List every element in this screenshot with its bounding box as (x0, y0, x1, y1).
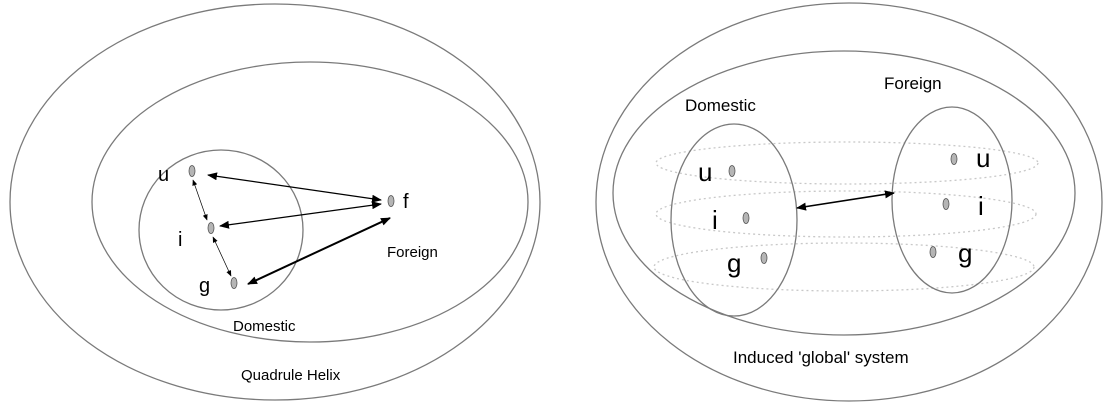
left-outer-ellipse (9, 3, 541, 401)
arrow-u-i (192, 179, 208, 221)
node-i-label-domestic: i (712, 205, 718, 235)
node-g-left (230, 277, 238, 289)
arrow-g-f (247, 217, 391, 285)
node-i-foreign (942, 198, 950, 210)
quadrule-helix-label: Quadrule Helix (241, 367, 341, 384)
foreign-label-right: Foreign (884, 74, 942, 93)
node-g-foreign (929, 246, 937, 258)
node-f (387, 195, 395, 207)
node-g-label-left: g (199, 275, 210, 297)
node-i-domestic (742, 212, 750, 224)
node-i-label-left: i (178, 229, 182, 251)
domestic-label-right: Domestic (685, 96, 756, 115)
induced-global-system-label: Induced 'global' system (733, 348, 909, 367)
node-u-domestic (728, 165, 736, 177)
node-i-left (207, 222, 215, 234)
foreign-label-left: Foreign (387, 244, 438, 261)
right-outer-ellipse (595, 2, 1103, 402)
node-u-label-domestic: u (698, 157, 712, 187)
node-g-domestic (760, 252, 768, 264)
arrow-domestic-foreign (796, 190, 895, 211)
left-panel: u i g f Foreign Domestic Quadrule Helix (9, 3, 541, 401)
left-middle-ellipse (91, 61, 529, 343)
arrow-i-g (212, 236, 232, 277)
dotted-ring-i (655, 190, 1037, 238)
node-g-label-foreign: g (958, 238, 972, 268)
right-middle-ellipse (612, 50, 1076, 336)
right-panel: Domestic Foreign u i g u i g Induced 'gl… (595, 2, 1103, 402)
dotted-ring-u (655, 141, 1039, 185)
dotted-ring-g (653, 242, 1035, 292)
node-u-label-left: u (158, 164, 169, 186)
arrow-u-f (207, 172, 382, 203)
node-i-label-foreign: i (978, 191, 984, 221)
node-u-left (188, 165, 196, 177)
domestic-label-left: Domestic (233, 318, 296, 335)
node-g-label-domestic: g (727, 248, 741, 278)
node-u-label-foreign: u (976, 143, 990, 173)
node-f-label: f (403, 191, 409, 213)
arrow-i-f (219, 201, 382, 229)
domestic-ellipse-right (670, 123, 798, 317)
node-u-foreign (950, 153, 958, 165)
